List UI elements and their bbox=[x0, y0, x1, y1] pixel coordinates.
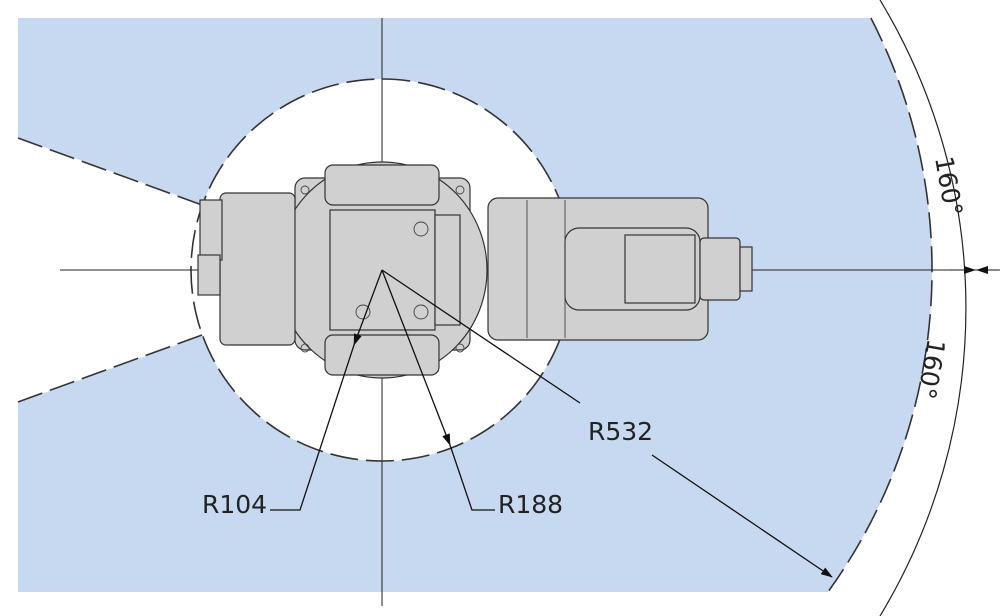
label-r532: R532 bbox=[588, 417, 653, 446]
dimension-lines bbox=[270, 269, 833, 578]
label-angle-upper: 160° bbox=[929, 154, 968, 218]
label-r104: R104 bbox=[202, 490, 267, 519]
angle-arc bbox=[879, 0, 967, 616]
label-r188: R188 bbox=[498, 490, 563, 519]
robot-top-view bbox=[197, 161, 753, 379]
